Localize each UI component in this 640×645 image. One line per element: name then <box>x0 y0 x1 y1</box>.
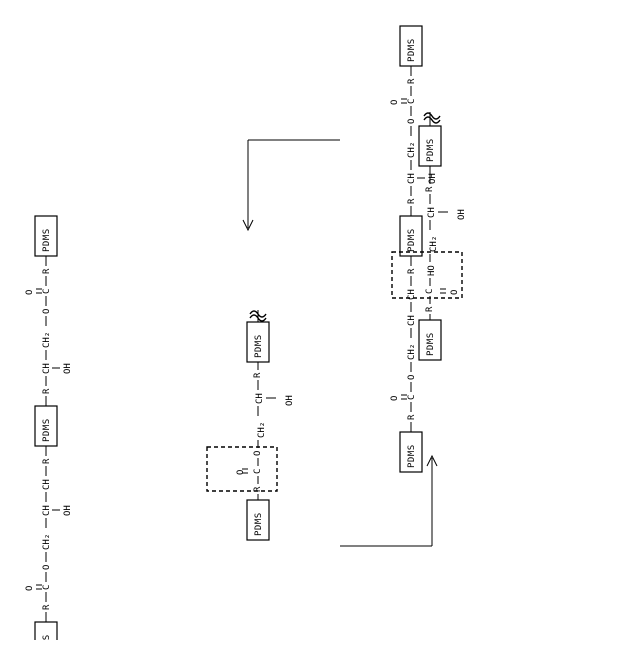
svg-text:R: R <box>407 78 417 84</box>
svg-text:C: C <box>407 395 417 400</box>
svg-text:O: O <box>25 586 35 591</box>
svg-text:CH: CH <box>407 315 417 326</box>
svg-text:CH: CH <box>42 363 52 374</box>
svg-text:PDMS: PDMS <box>42 418 52 442</box>
svg-text:PDMS: PDMS <box>42 228 52 252</box>
svg-text:R: R <box>42 604 52 610</box>
svg-text:PDMS: PDMS <box>407 444 417 468</box>
right-branch: PDMS R C O HO CH₂ CH OH R PDMS <box>392 112 467 360</box>
arrow-down-icon <box>243 140 340 230</box>
svg-text:PDMS: PDMS <box>42 634 52 640</box>
svg-text:O: O <box>390 396 400 401</box>
svg-text:C: C <box>42 585 52 590</box>
svg-text:R: R <box>425 186 435 192</box>
svg-text:PDMS: PDMS <box>426 138 436 162</box>
svg-text:CH: CH <box>255 393 265 404</box>
svg-text:O: O <box>236 470 246 475</box>
svg-text:CH: CH <box>42 479 52 490</box>
svg-text:OH: OH <box>63 363 73 374</box>
svg-text:CH: CH <box>42 505 52 516</box>
svg-text:O: O <box>407 375 417 380</box>
svg-text:R: R <box>407 414 417 420</box>
svg-text:O: O <box>42 309 52 314</box>
svg-text:R: R <box>407 198 417 204</box>
pdms-box-right-start: PDMS <box>400 432 422 472</box>
svg-text:R: R <box>42 268 52 274</box>
svg-text:O: O <box>42 565 52 570</box>
wavy-bond-icon <box>250 310 266 322</box>
svg-text:CH₂: CH₂ <box>257 422 267 438</box>
pdms-box-left-start: PDMS <box>35 622 57 640</box>
svg-text:C: C <box>407 99 417 104</box>
svg-text:R: R <box>407 268 417 274</box>
svg-text:CH₂: CH₂ <box>407 344 417 360</box>
svg-text:O: O <box>25 290 35 295</box>
svg-text:PDMS: PDMS <box>254 512 264 536</box>
wavy-bond-icon <box>424 112 440 126</box>
svg-text:CH₂: CH₂ <box>42 332 52 348</box>
svg-text:CH₂: CH₂ <box>42 534 52 550</box>
svg-text:R: R <box>42 388 52 394</box>
svg-text:CH: CH <box>407 173 417 184</box>
svg-text:C: C <box>253 469 263 474</box>
svg-text:OH: OH <box>457 209 467 220</box>
pdms-box-left-end: PDMS <box>35 216 57 256</box>
pdms-box-right-end: PDMS <box>400 26 422 66</box>
svg-text:PDMS: PDMS <box>407 228 417 252</box>
svg-text:OH: OH <box>63 505 73 516</box>
pdms-box-left-mid: PDMS <box>35 406 57 446</box>
left-structure: PDMS R C O O CH₂ CH OH CH R PDMS R CH OH… <box>25 216 73 640</box>
pdms-box-right-mid: PDMS <box>400 216 422 256</box>
svg-text:O: O <box>390 100 400 105</box>
svg-text:PDMS: PDMS <box>426 332 436 356</box>
svg-text:OH: OH <box>285 395 295 406</box>
svg-text:PDMS: PDMS <box>407 38 417 62</box>
svg-text:CH₂: CH₂ <box>407 142 417 158</box>
svg-text:CH₂: CH₂ <box>429 236 439 252</box>
svg-text:O: O <box>407 119 417 124</box>
svg-text:R: R <box>425 306 435 312</box>
svg-text:C: C <box>425 289 435 294</box>
svg-text:HO: HO <box>427 265 437 276</box>
svg-text:PDMS: PDMS <box>254 334 264 358</box>
left-branch: PDMS R C O O CH₂ CH OH R PDMS <box>207 310 295 540</box>
svg-text:R: R <box>42 458 52 464</box>
svg-text:R: R <box>253 372 263 378</box>
svg-text:O: O <box>450 290 460 295</box>
svg-text:O: O <box>253 451 263 456</box>
svg-text:CH: CH <box>427 207 437 218</box>
svg-text:C: C <box>42 289 52 294</box>
